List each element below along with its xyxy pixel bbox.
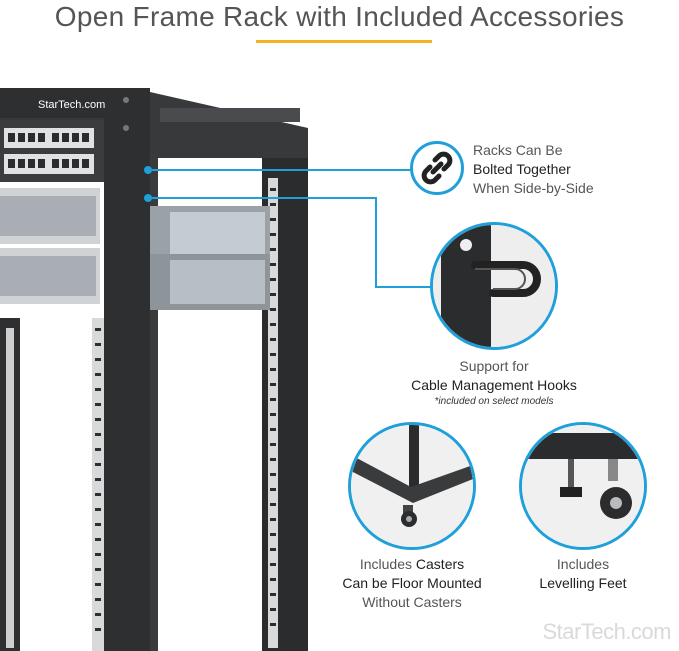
title-underline <box>256 40 432 43</box>
caster-image <box>351 425 473 547</box>
cable-hook-caption: Support for Cable Management Hooks *incl… <box>411 358 577 407</box>
rack-brand-label: StarTech.com <box>38 99 105 111</box>
levelling-feet-image <box>522 425 644 547</box>
rack-illustration: StarTech.com <box>0 88 308 651</box>
rack-front-post-right <box>104 88 150 651</box>
levelling-feet-callout <box>519 422 647 550</box>
cable-hook-callout <box>430 222 558 350</box>
brand-watermark: StarTech.com <box>542 619 672 644</box>
casters-caption: Includes Casters Can be Floor Mounted Wi… <box>342 556 482 610</box>
chain-link-icon <box>421 151 453 185</box>
rack-back-post-left <box>150 118 158 651</box>
levelling-feet-caption: Includes Levelling Feet <box>539 556 627 591</box>
bolt-together-callout <box>410 141 464 195</box>
cable-hook-image <box>433 225 555 347</box>
casters-callout <box>348 422 476 550</box>
page-title: Open Frame Rack with Included Accessorie… <box>54 1 625 32</box>
bolt-together-caption: Racks Can Be Bolted Together When Side-b… <box>473 142 594 196</box>
